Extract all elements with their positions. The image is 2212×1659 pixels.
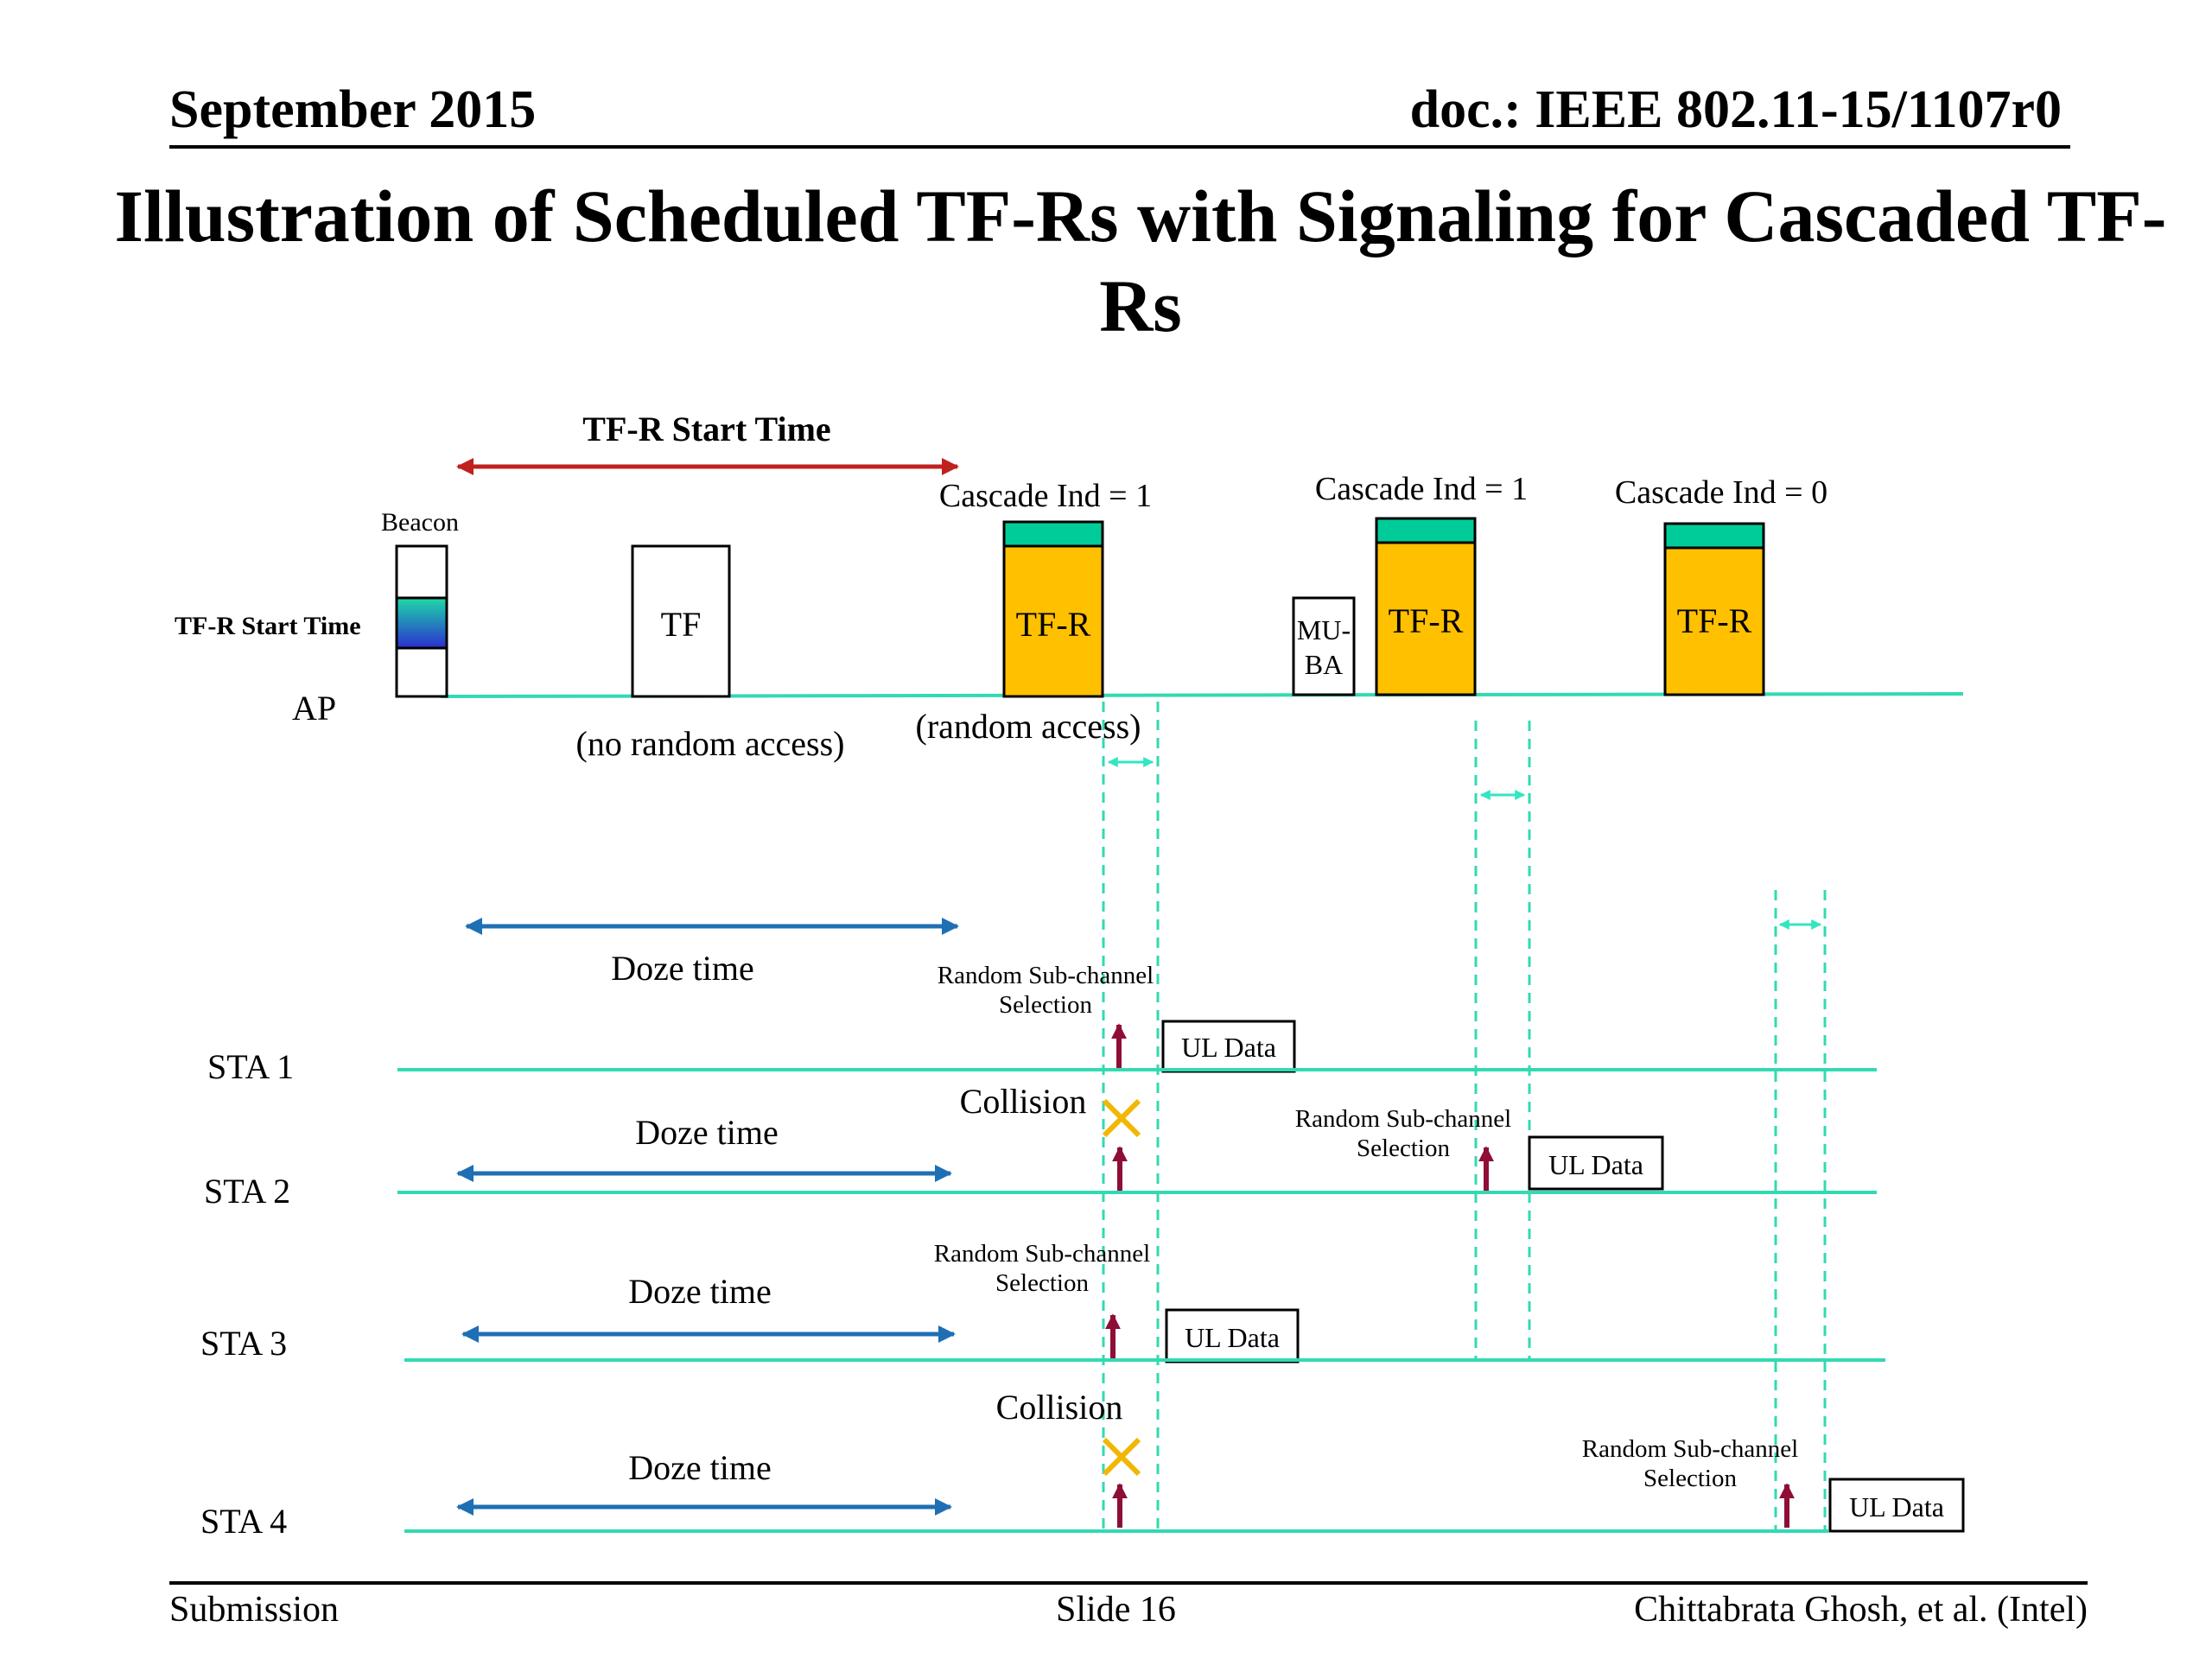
random-subchannel-sta1-line2: Selection [999, 991, 1092, 1019]
beacon-label: Beacon [381, 508, 459, 537]
doze-label-sta4: Doze time [628, 1448, 772, 1487]
tfr-1-label: TF-R [1016, 605, 1091, 644]
ul-data-label-sta1: UL Data [1181, 1032, 1276, 1063]
header-rule [169, 145, 2070, 149]
sta1-label: STA 1 [207, 1047, 294, 1086]
collision-label-sta4: Collision [996, 1388, 1123, 1427]
tf-frame [631, 544, 731, 698]
tfr-2-label: TF-R [1389, 601, 1464, 640]
header-date: September 2015 [169, 80, 537, 139]
header-doc-id: doc.: IEEE 802.11-15/1107r0 [1409, 80, 2062, 139]
doze-label-sta2: Doze time [635, 1113, 779, 1152]
tfr-start-time-label: TF-R Start Time [582, 410, 830, 448]
footer-authors: Chittabrata Ghosh, et al. (Intel) [1634, 1590, 2088, 1630]
tf-label: TF [661, 605, 702, 644]
tfr-3-cap [1663, 522, 1765, 550]
random-subchannel-sta4-line1: Random Sub-channel [1582, 1435, 1798, 1463]
ul-data-label-sta3: UL Data [1185, 1322, 1280, 1353]
collision-label-sta2: Collision [960, 1082, 1087, 1121]
random-subchannel-sta2-line2: Selection [1357, 1135, 1450, 1162]
random-subchannel-sta1-line1: Random Sub-channel [938, 962, 1154, 989]
random-access-label: (random access) [916, 707, 1141, 746]
tfr-2-frame [1375, 541, 1477, 696]
muba-label-line2: BA [1305, 649, 1343, 680]
beacon-tfr-start-field [395, 596, 448, 650]
random-subchannel-sta4-line2: Selection [1643, 1465, 1737, 1492]
doze-label-sta1: Doze time [611, 949, 754, 988]
collision-x-sta2 [1102, 1098, 1141, 1138]
footer-slide-number: Slide 16 [1056, 1590, 1176, 1630]
slide-title: Illustration of Scheduled TF-Rs with Sig… [114, 175, 2167, 347]
collision-x-sta4 [1102, 1437, 1141, 1477]
tfr-1-frame [1002, 544, 1104, 698]
muba-label-line1: MU- [1297, 614, 1351, 645]
ul-data-sta4 [1828, 1478, 1965, 1533]
random-subchannel-sta2-line1: Random Sub-channel [1295, 1105, 1511, 1133]
tfr-3-frame [1663, 546, 1765, 696]
no-random-access-label: (no random access) [576, 724, 845, 763]
tfr-3-label: TF-R [1677, 601, 1752, 640]
random-subchannel-sta3-line1: Random Sub-channel [934, 1240, 1150, 1268]
random-access-window-guides [1102, 702, 1827, 1529]
muba-frame [1292, 596, 1356, 696]
sta2-label: STA 2 [204, 1172, 290, 1211]
ul-data-label-sta2: UL Data [1548, 1149, 1643, 1180]
ul-data-sta1 [1161, 1020, 1296, 1073]
tfr-2-cap [1375, 517, 1477, 544]
cascade-ind-label-3: Cascade Ind = 0 [1615, 474, 1827, 511]
random-subchannel-sta3-line2: Selection [995, 1269, 1089, 1297]
cascade-ind-label-1: Cascade Ind = 1 [939, 478, 1152, 514]
ap-label: AP [292, 689, 336, 728]
footer-rule [169, 1581, 2088, 1585]
cascade-ind-label-2: Cascade Ind = 1 [1315, 471, 1528, 507]
footer-submission: Submission [169, 1590, 340, 1630]
sta3-label: STA 3 [200, 1324, 287, 1363]
doze-label-sta3: Doze time [628, 1272, 772, 1311]
tfr-1-cap [1002, 520, 1104, 548]
tfr-start-time-side-label: TF-R Start Time [175, 612, 361, 640]
ul-data-sta2 [1528, 1135, 1664, 1191]
ul-data-label-sta4: UL Data [1849, 1491, 1944, 1522]
sta4-label: STA 4 [200, 1502, 287, 1541]
